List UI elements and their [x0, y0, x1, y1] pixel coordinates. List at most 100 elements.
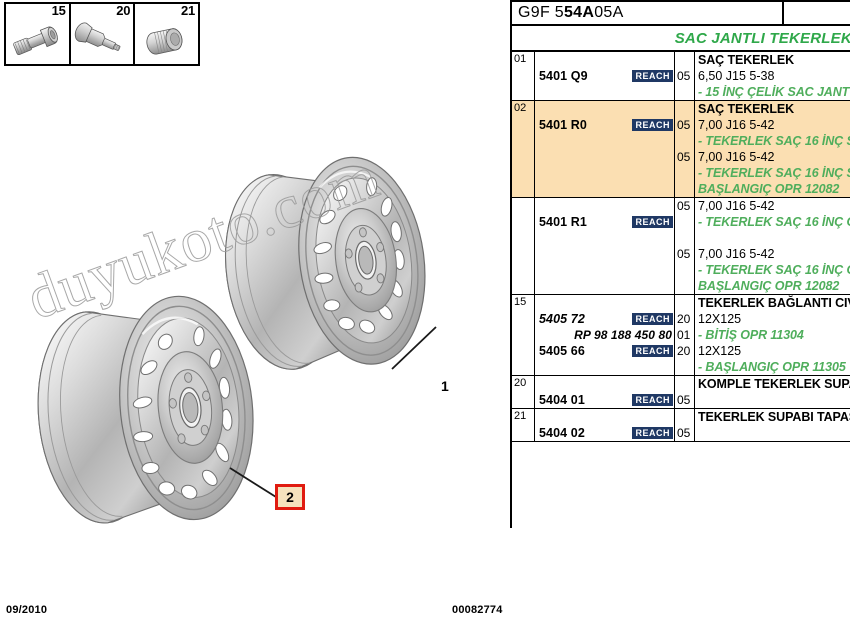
quantity-cell: [675, 101, 695, 117]
part-number-line[interactable]: 5405 72 REACH: [535, 311, 674, 327]
part-number-line[interactable]: 5404 02 REACH: [535, 425, 674, 441]
row-item-number: [512, 198, 535, 294]
part-number-line[interactable]: 5401 R0 REACH: [535, 117, 674, 133]
quantity-cell: [675, 165, 695, 181]
quantity-cell: [675, 214, 695, 230]
quantity-cell: [675, 376, 695, 392]
description-text: 6,50 J15 5-38: [698, 69, 775, 83]
catalog-code-bold: 54A: [563, 4, 595, 21]
upper-wheel: [224, 156, 426, 370]
reach-badge: REACH: [632, 345, 673, 357]
table-tail: [510, 442, 530, 528]
replacement-part-wrap: RP 98 188 450 80: [539, 328, 674, 342]
footer-code: 00082774: [452, 604, 503, 616]
row-description-block: TEKERLEK BAĞLANTI CIVATASI2012X12501- Bİ…: [675, 295, 850, 375]
description-line: - TEKERLEK SAÇ 16 İNÇ SARI: [675, 133, 850, 149]
catalog-code-prefix: G9F 5: [518, 4, 564, 21]
quantity-cell: [675, 52, 695, 68]
description-line: TEKERLEK SUPABI TAPASI: [675, 409, 850, 425]
description-line: TEKERLEK BAĞLANTI CIVATASI: [675, 295, 850, 311]
description-text: 7,00 J16 5-42: [698, 118, 775, 132]
description-text: 7,00 J16 5-42: [698, 247, 775, 261]
description-line: SAÇ TEKERLEK: [675, 101, 850, 117]
description-text: - TEKERLEK SAÇ 16 İNÇ SARI: [698, 134, 850, 148]
part-number: 5404 01: [539, 393, 585, 407]
part-number: 5405 66: [539, 344, 585, 358]
description-text: TEKERLEK BAĞLANTI CIVATASI: [698, 296, 850, 310]
valve-cap-icon: [146, 28, 183, 55]
row-description-block: KOMPLE TEKERLEK SUPABI05: [675, 376, 850, 408]
legend-cell-20: 20: [71, 4, 136, 64]
valve-stem-icon: [74, 22, 121, 51]
part-number-line[interactable]: 5404 01 REACH: [535, 392, 674, 408]
description-line: - TEKERLEK SAÇ 16 İNÇ SARI: [675, 165, 850, 181]
quantity-cell: 05: [675, 246, 695, 262]
description-line: 01- BİTİŞ OPR 11304: [675, 327, 850, 343]
quantity-cell: [675, 262, 695, 278]
description-text: [695, 230, 850, 246]
part-number-line[interactable]: 5405 66 REACH: [535, 343, 674, 359]
part-number: 5404 02: [539, 426, 585, 440]
description-line: - TEKERLEK SAÇ 16 İNÇ GRİ: [675, 262, 850, 278]
part-number: RP 98 188 450 80: [574, 328, 672, 342]
description-text: 12X125: [698, 344, 742, 358]
catalog-code-suffix: 05A: [594, 4, 624, 21]
reach-badge: REACH: [632, 70, 673, 82]
description-text: - TEKERLEK SAÇ 16 İNÇ GRİ: [698, 263, 850, 277]
callout-1: 1: [441, 378, 449, 394]
row-item-number: 21: [512, 409, 535, 441]
parts-legend-box: 15 20: [4, 2, 200, 66]
description-text: BAŞLANGIÇ OPR 12082: [698, 182, 840, 196]
description-text: 7,00 J16 5-42: [698, 150, 775, 164]
parts-table: G9F 5 54A 05A SAC JANTLI TEKERLEK MONTAJ…: [510, 0, 850, 528]
row-description-block: 057,00 J16 5-42 - TEKERLEK SAÇ 16 İNÇ GR…: [675, 198, 850, 294]
wheel-bolt-icon: [13, 26, 58, 56]
legend-cell-21: 21: [135, 4, 198, 64]
part-number-line[interactable]: RP 98 188 450 80: [535, 327, 674, 343]
callout-2-leader: [229, 467, 277, 498]
quantity-cell: [675, 181, 695, 197]
row-item-number: 01: [512, 52, 535, 100]
table-title-row: SAC JANTLI TEKERLEK MONTAJI: [510, 26, 850, 52]
reach-badge: REACH: [632, 119, 673, 131]
part-number: 5401 R1: [539, 215, 587, 229]
part-number: 5405 72: [539, 312, 585, 326]
catalog-code-right-cell: [784, 2, 850, 24]
description-text: SAÇ TEKERLEK: [698, 102, 795, 116]
description-text: - TEKERLEK SAÇ 16 İNÇ GRİ: [698, 215, 850, 229]
description-text: - TEKERLEK SAÇ 16 İNÇ SARI: [698, 166, 850, 180]
description-text: KOMPLE TEKERLEK SUPABI: [698, 377, 850, 391]
description-line: - 15 İNÇ ÇELİK SAC JANT TEKERLEK: [675, 84, 850, 100]
row-part-numbers: 5404 02 REACH: [535, 409, 675, 441]
quantity-cell: 20: [675, 311, 695, 327]
description-line: SAÇ TEKERLEK: [675, 52, 850, 68]
part-number: 5401 R0: [539, 118, 587, 132]
reach-badge: REACH: [632, 427, 673, 439]
page-title: SAC JANTLI TEKERLEK MONTAJI: [674, 29, 850, 47]
description-text: 7,00 J16 5-42: [698, 199, 775, 213]
row-item-number: 15: [512, 295, 535, 375]
quantity-cell: 05: [675, 392, 695, 408]
description-line: BAŞLANGIÇ OPR 12082: [675, 181, 850, 197]
reach-badge: REACH: [632, 394, 673, 406]
description-line: [675, 230, 850, 246]
legend-number-20: 20: [116, 4, 131, 18]
table-row[interactable]: 15 5405 72 REACH RP 98 188 450 80 5405 66 REA…: [510, 295, 850, 376]
quantity-cell: [675, 84, 695, 100]
description-text: - BAŞLANGIÇ OPR 11305: [698, 360, 846, 374]
wheel-assembly-illustration: [37, 156, 437, 524]
reach-badge: REACH: [632, 313, 673, 325]
